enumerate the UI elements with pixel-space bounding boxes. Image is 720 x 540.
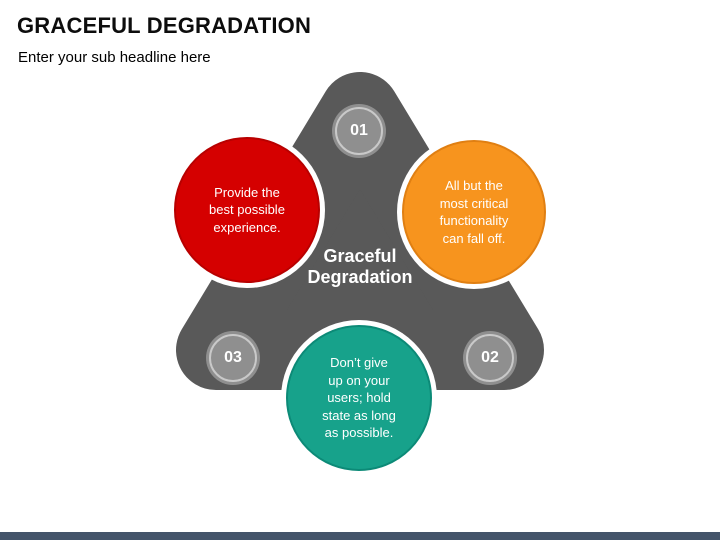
bubble-right-text: All but the most critical functionality … (439, 178, 509, 246)
bubble-bottom: Don’t give up on your users; hold state … (286, 325, 432, 471)
bubble-left-text: Provide the best possible experience. (209, 184, 285, 235)
badge-01-number: 01 (350, 122, 368, 139)
diagram-center-label: Graceful Degradation (307, 246, 413, 287)
bubble-right: All but the most critical functionality … (402, 140, 546, 284)
badge-02: 02 (466, 334, 514, 382)
slide-subtitle: Enter your sub headline here (18, 49, 211, 66)
bubble-bottom-text: Don’t give up on your users; hold state … (322, 355, 396, 441)
badge-01: 01 (335, 107, 383, 155)
badge-03-number: 03 (224, 349, 242, 366)
slide-title: GRACEFUL DEGRADATION (17, 13, 312, 38)
footer-bar (0, 532, 720, 540)
badge-02-number: 02 (481, 349, 499, 366)
bubble-left: Provide the best possible experience. (174, 137, 320, 283)
badge-03: 03 (209, 334, 257, 382)
